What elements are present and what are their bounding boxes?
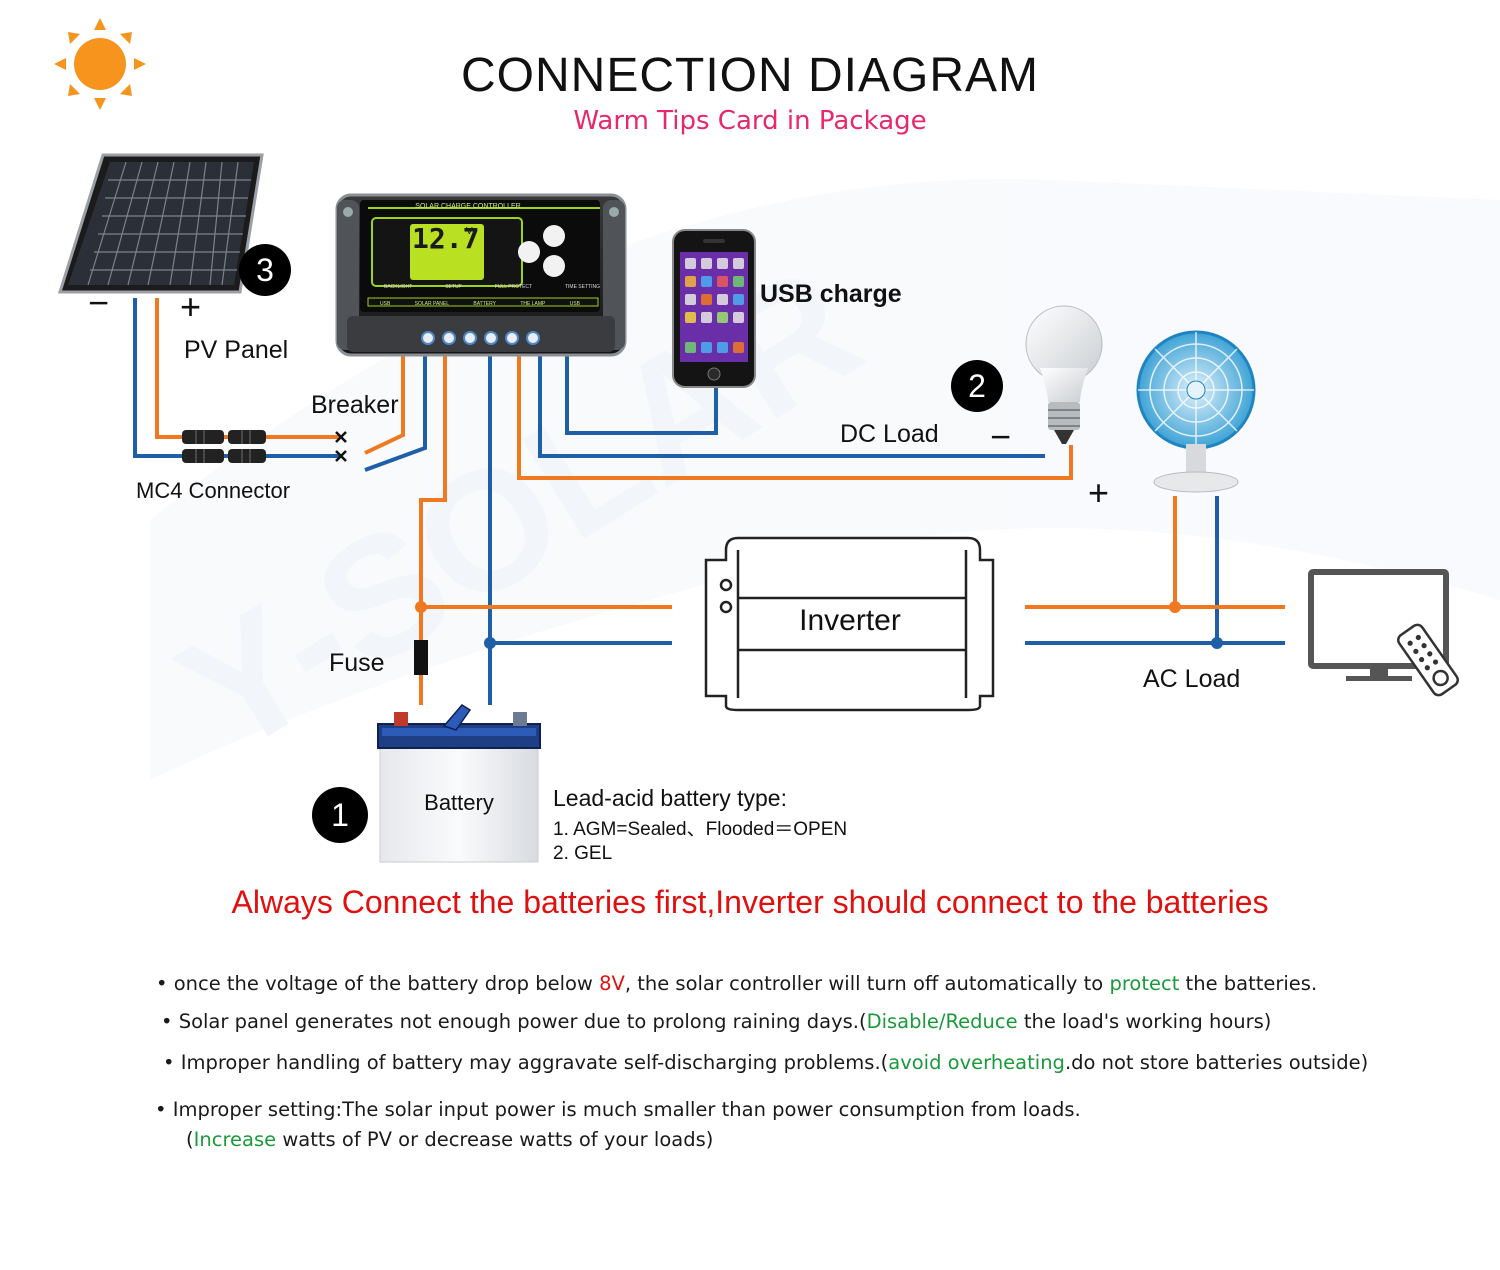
usb-charge-label: USB charge bbox=[760, 280, 902, 308]
tip-line: • Improper setting:The solar input power… bbox=[155, 1098, 1081, 1121]
battery-type-title: Lead-acid battery type: bbox=[553, 785, 787, 811]
tip-line: (Increase watts of PV or decrease watts … bbox=[186, 1128, 713, 1151]
indicator-backlight: BACKLIGHT bbox=[384, 284, 413, 290]
tip-text-segment: • Improper handling of battery may aggra… bbox=[163, 1051, 889, 1074]
sun-icon bbox=[54, 18, 146, 110]
port-the-lamp: THE LAMP bbox=[520, 301, 546, 307]
charge-controller bbox=[335, 193, 627, 357]
solar-panel-icon bbox=[57, 153, 264, 294]
light-bulb-icon bbox=[1025, 305, 1103, 444]
tip-text-segment: 8V bbox=[599, 972, 625, 995]
fuse-icon bbox=[414, 640, 428, 675]
tip-text-segment: • Improper setting:The solar input power… bbox=[155, 1098, 1081, 1121]
controller-indicator-row: BACKLIGHT SETUP FULL PROTECT TIME SETTIN… bbox=[384, 284, 600, 290]
battery-type-item-1: 1. AGM=Sealed、Flooded＝OPEN bbox=[553, 819, 848, 840]
page-subtitle: Warm Tips Card in Package bbox=[573, 106, 927, 136]
indicator-full-protect: FULL PROTECT bbox=[494, 284, 533, 290]
tv-icon bbox=[1308, 569, 1460, 697]
pv-plus-sign: + bbox=[180, 286, 202, 327]
port-usb-right: USB bbox=[569, 301, 580, 307]
step-badge-1: 1 bbox=[312, 787, 368, 843]
breaker-label: Breaker bbox=[311, 391, 399, 419]
tip-text-segment: the batteries. bbox=[1179, 972, 1318, 995]
tip-line: • Improper handling of battery may aggra… bbox=[163, 1051, 1368, 1074]
step-badge-2: 2 bbox=[951, 360, 1003, 412]
dc-load-plus-sign: + bbox=[1088, 472, 1110, 513]
inverter-label: Inverter bbox=[799, 604, 901, 637]
tip-text-segment: avoid overheating bbox=[888, 1051, 1065, 1074]
ac-load-label: AC Load bbox=[1143, 665, 1241, 693]
controller-voltage-unit: V bbox=[466, 226, 473, 237]
fuse-label: Fuse bbox=[329, 649, 385, 677]
pv-minus-sign: − bbox=[88, 282, 110, 323]
battery-type-item-2: 2. GEL bbox=[553, 843, 613, 864]
tip-text-segment: ( bbox=[186, 1128, 194, 1151]
warning-message: Always Connect the batteries first,Inver… bbox=[231, 884, 1269, 920]
tip-text-segment: , the solar controller will turn off aut… bbox=[624, 972, 1110, 995]
controller-port-row: USB SOLAR PANEL BATTERY THE LAMP USB bbox=[380, 301, 580, 307]
port-solar-panel: SOLAR PANEL bbox=[414, 301, 450, 307]
controller-voltage-display: 12.7 bbox=[412, 222, 480, 255]
controller-header: SOLAR CHARGE CONTROLLER bbox=[415, 203, 521, 210]
battery-icon bbox=[377, 704, 541, 863]
dc-load-label: DC Load bbox=[840, 420, 939, 448]
tip-text-segment: • once the voltage of the battery drop b… bbox=[156, 972, 600, 995]
pv-panel-label: PV Panel bbox=[184, 336, 289, 364]
tip-text-segment: watts of PV or decrease watts of your lo… bbox=[276, 1128, 714, 1151]
breaker-switch-icon bbox=[335, 431, 347, 462]
tip-text-segment: .do not store batteries outside) bbox=[1064, 1051, 1369, 1074]
page-title: CONNECTION DIAGRAM bbox=[460, 49, 1039, 102]
mc4-connector-icon bbox=[182, 430, 266, 463]
tip-text-segment: protect bbox=[1109, 972, 1180, 995]
smartphone-icon bbox=[672, 229, 756, 388]
tip-text-segment: Increase bbox=[193, 1128, 277, 1151]
tip-text-segment: • Solar panel generates not enough power… bbox=[161, 1010, 867, 1033]
fan-icon bbox=[1136, 330, 1256, 493]
port-usb-left: USB bbox=[380, 301, 391, 307]
junction-dots bbox=[415, 601, 1223, 649]
indicator-time-setting: TIME SETTING bbox=[564, 284, 600, 290]
tip-line: • once the voltage of the battery drop b… bbox=[156, 972, 1317, 995]
tip-line: • Solar panel generates not enough power… bbox=[161, 1010, 1271, 1033]
inverter-icon bbox=[704, 536, 995, 712]
mc4-connector-label: MC4 Connector bbox=[136, 478, 291, 503]
positive-wires bbox=[155, 298, 1285, 705]
step-badge-3: 3 bbox=[239, 244, 291, 296]
dc-load-minus-sign: − bbox=[990, 416, 1012, 457]
tip-text-segment: the load's working hours) bbox=[1017, 1010, 1272, 1033]
battery-label: Battery bbox=[424, 790, 494, 815]
port-battery: BATTERY bbox=[473, 301, 496, 307]
indicator-setup: SETUP bbox=[445, 284, 462, 290]
tip-text-segment: Disable/Reduce bbox=[866, 1010, 1018, 1033]
